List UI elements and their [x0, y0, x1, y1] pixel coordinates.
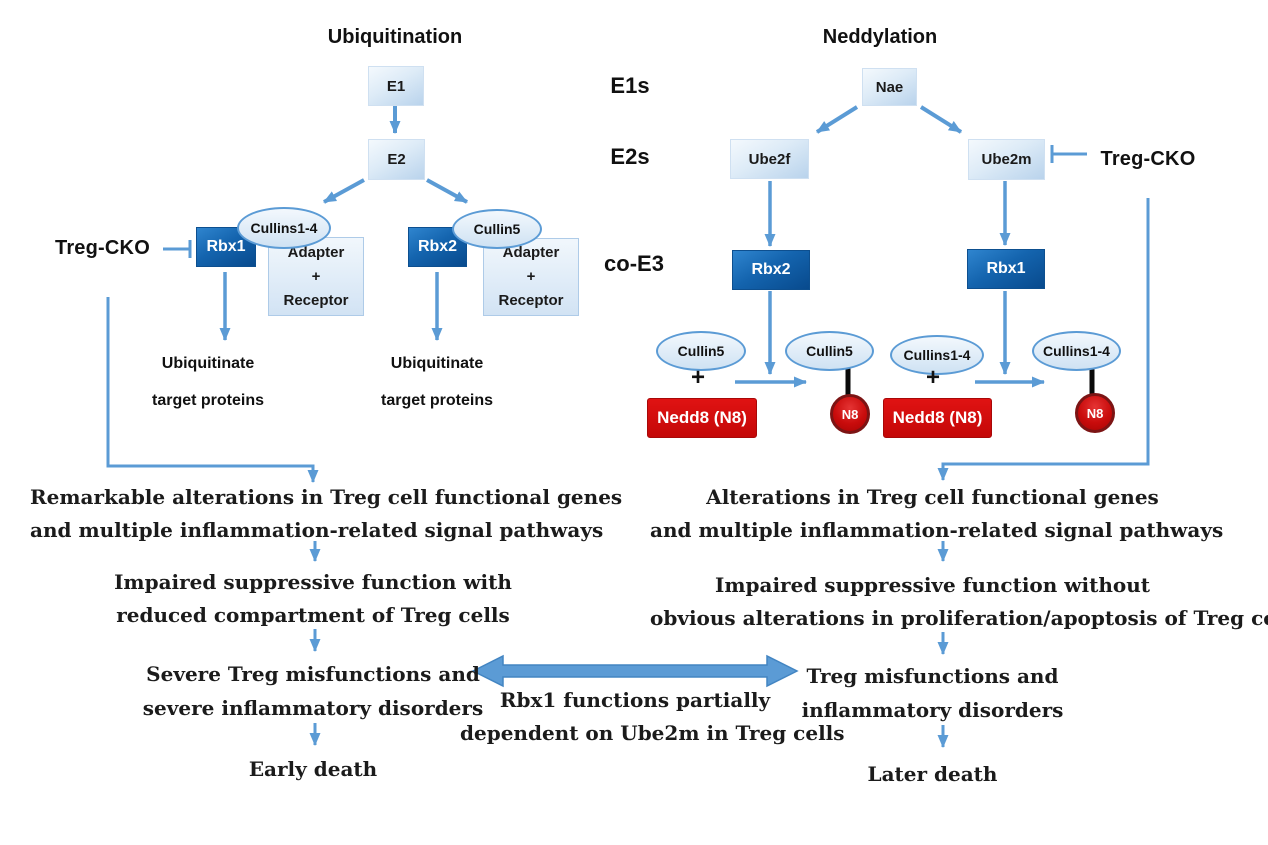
arrow-nae-to-ube2f — [815, 105, 859, 134]
co-e3-row-label: co-E3 — [604, 251, 664, 276]
arrow-e2-to-cullin5 — [426, 178, 468, 204]
arrow-nae-to-ube2m — [919, 105, 963, 134]
left-flow-2-line2: reduced compartment of Treg cells — [116, 603, 510, 627]
adapter-receptor-box-1: Adapter + Receptor — [268, 237, 364, 316]
cullin5-ellipse-left: Cullin5 — [452, 209, 542, 249]
arrow-e2-to-cullins14 — [323, 178, 365, 204]
e1-label: E1 — [386, 77, 406, 95]
adapter-plus-1: + — [311, 267, 321, 285]
left-flow-1-line2: and multiple inflammation-related signal… — [30, 518, 604, 542]
rbx2-label-left: Rbx2 — [417, 238, 458, 255]
receptor-label-2: Receptor — [498, 292, 564, 309]
receptor-label-1: Receptor — [283, 291, 349, 309]
ubiquitinate-text-1-line2: target proteins — [151, 392, 264, 409]
adapter-receptor-box-2: Adapter + Receptor — [483, 238, 579, 316]
nedd8-label-left: Nedd8 (N8) — [657, 408, 747, 427]
right-flow-1-line2: and multiple inflammation-related signal… — [650, 518, 1224, 542]
ubiquitinate-text-2-line2: target proteins — [380, 392, 493, 409]
ubiquitination-title: Ubiquitination — [327, 26, 463, 48]
cullin5-label-left: Cullin5 — [473, 221, 521, 237]
n8-label-right: N8 — [1086, 405, 1104, 421]
n8-circle-right: N8 — [1075, 393, 1115, 433]
adapter-plus-2: + — [526, 268, 536, 285]
rbx2-box-right: Rbx2 — [732, 250, 810, 290]
right-flow-3-line2: inflammatory disorders — [801, 698, 1064, 722]
nedd8-label-right: Nedd8 (N8) — [892, 408, 983, 427]
treg-cko-label-right: Treg-CKO — [1100, 148, 1196, 170]
rbx1-label-right: Rbx1 — [986, 260, 1026, 277]
ube2f-label: Ube2f — [748, 150, 791, 168]
e2-box: E2 — [368, 139, 425, 180]
cullin5-bound-label: Cullin5 — [806, 343, 853, 359]
cullin5-bound-ellipse: Cullin5 — [785, 331, 874, 371]
e1-box: E1 — [368, 66, 424, 106]
plus-sign-cullins1-4: + — [925, 364, 940, 391]
cullins1-4-bound-label: Cullins1-4 — [1043, 343, 1110, 359]
cullin5-free-label: Cullin5 — [677, 343, 725, 359]
cullins1-4-free-ellipse: Cullins1-4 — [890, 335, 984, 375]
cullin5-free-ellipse: Cullin5 — [656, 331, 746, 371]
right-flow-2-line1: Impaired suppressive function without — [715, 573, 1150, 597]
rbx2-label-right: Rbx2 — [751, 261, 791, 278]
cullins1-4-label-left: Cullins1-4 — [250, 220, 318, 236]
rbx1-label-left: Rbx1 — [206, 238, 246, 255]
right-flow-4-line1: Later death — [867, 762, 998, 786]
nedd8-box-right: Nedd8 (N8) — [883, 398, 992, 438]
ubiquitinate-text-2-line1: Ubiquitinate — [390, 355, 484, 372]
left-flow-3-line2: severe inflammatory disorders — [142, 696, 484, 720]
left-flow-2-line1: Impaired suppressive function with — [114, 570, 512, 594]
adapter-label-1: Adapter — [287, 243, 345, 261]
e2s-row-label: E2s — [610, 144, 650, 169]
right-flow-1-line1: Alterations in Treg cell functional gene… — [706, 485, 1159, 509]
adapter-label-2: Adapter — [502, 244, 560, 261]
ubiquitinate-text-1-line1: Ubiquitinate — [161, 355, 255, 372]
cullins1-4-ellipse-left: Cullins1-4 — [237, 207, 331, 249]
treg-cko-label-left: Treg-CKO — [55, 237, 150, 259]
plus-sign-cullin5: + — [690, 364, 705, 391]
neddylation-title: Neddylation — [822, 26, 938, 48]
e2-label: E2 — [387, 151, 406, 168]
right-flow-3-line1: Treg misfunctions and — [806, 664, 1059, 688]
cullins1-4-free-label: Cullins1-4 — [903, 347, 971, 363]
left-flow-3-line1: Severe Treg misfunctions and — [146, 662, 480, 686]
elbow-treg-cko-left-to-flow — [106, 297, 319, 483]
nedd8-box-left: Nedd8 (N8) — [647, 398, 757, 438]
cullins1-4-bound-ellipse: Cullins1-4 — [1032, 331, 1121, 371]
nae-box: Nae — [862, 68, 917, 106]
left-flow-4-line1: Early death — [248, 757, 378, 781]
center-annotation-line2: dependent on Ube2m in Treg cells — [460, 721, 845, 745]
e1s-row-label: E1s — [610, 73, 650, 98]
ube2m-label: Ube2m — [981, 151, 1032, 168]
ube2m-box: Ube2m — [968, 139, 1045, 180]
center-annotation-line1: Rbx1 functions partially — [499, 688, 771, 712]
n8-label-left: N8 — [841, 406, 859, 422]
left-flow-1-line1: Remarkable alterations in Treg cell func… — [30, 485, 623, 509]
n8-circle-left: N8 — [830, 394, 870, 434]
right-flow-2-line2: obvious alterations in proliferation/apo… — [650, 606, 1268, 630]
ube2f-box: Ube2f — [730, 139, 809, 179]
nae-label: Nae — [875, 78, 904, 96]
rbx1-box-right: Rbx1 — [967, 249, 1045, 289]
